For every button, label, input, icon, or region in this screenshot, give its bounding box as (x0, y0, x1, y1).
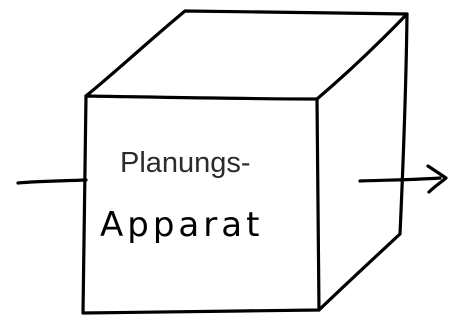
output-line (360, 178, 440, 181)
cube-top-face (86, 11, 407, 99)
box-label-line1: Planungs- (120, 147, 251, 179)
input-line (18, 180, 86, 183)
box-label-line2: Apparat (100, 205, 263, 245)
